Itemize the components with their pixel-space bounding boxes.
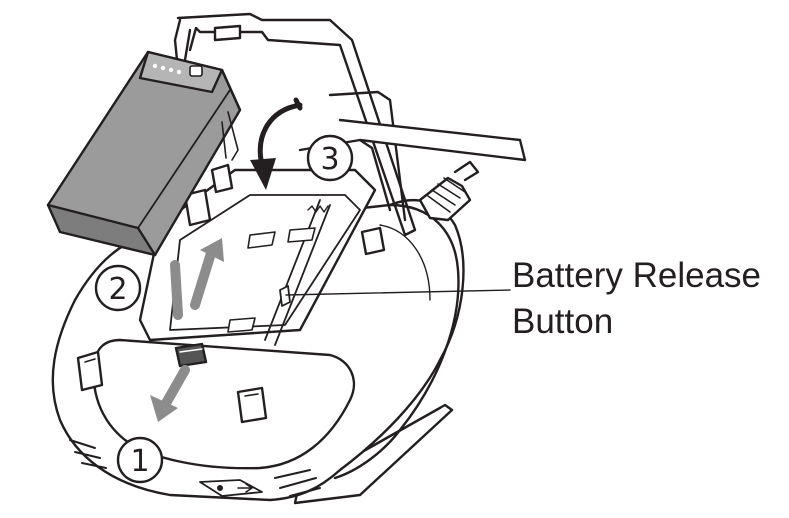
step-3-number: 3	[320, 142, 339, 177]
front-buttons	[76, 350, 268, 424]
step-3-arrow	[250, 97, 303, 190]
battery-release-button	[279, 285, 291, 307]
battery-release-button-label: Battery Release Button	[512, 253, 761, 345]
step-2-arrow	[170, 238, 224, 320]
step-1-arrow	[150, 365, 190, 422]
battery	[46, 50, 242, 257]
device-holder-frame	[173, 12, 527, 237]
callout-leader-line	[285, 289, 511, 296]
step-3-marker	[306, 134, 354, 182]
battery-latch	[174, 342, 208, 368]
bottom-ports	[199, 479, 263, 497]
antenna-connector	[418, 160, 480, 222]
compartment-clips	[183, 163, 386, 256]
step-1-number: 1	[130, 444, 149, 479]
power-port-icon	[217, 485, 223, 491]
step-2-marker	[94, 264, 142, 312]
callout-line-2: Button	[512, 302, 614, 341]
callout-line-1: Battery Release	[512, 256, 762, 295]
step-2-number: 2	[108, 272, 127, 307]
usb-port-icon	[237, 483, 253, 493]
step-1-marker	[116, 436, 164, 484]
